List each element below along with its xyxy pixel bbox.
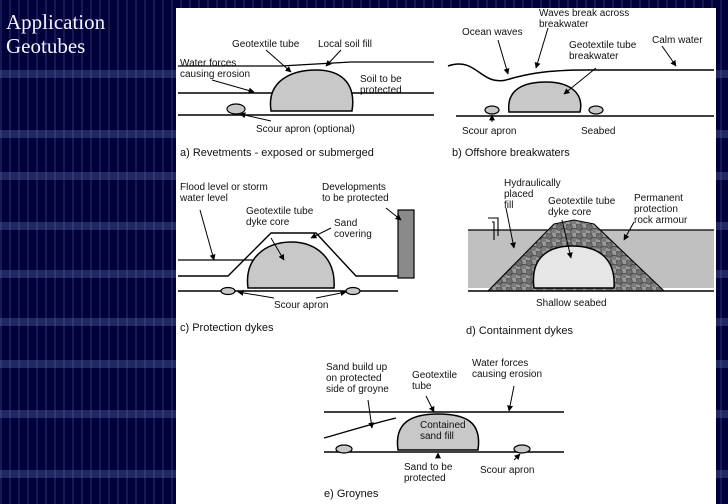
leader-line xyxy=(315,290,347,299)
geotextile-tube xyxy=(508,81,582,113)
soil-slope-line xyxy=(178,61,434,67)
label: Scour apron xyxy=(462,126,516,137)
leader-line xyxy=(325,49,342,67)
label: Geotextile tube xyxy=(569,40,637,51)
geotextile-tube xyxy=(532,245,615,289)
scour-apron xyxy=(345,286,361,296)
panel-caption: c) Protection dykes xyxy=(180,322,274,334)
leader-line xyxy=(237,289,275,299)
scour-apron xyxy=(226,103,246,115)
label: Water forces xyxy=(472,358,528,369)
leader-line xyxy=(497,39,510,75)
panel-caption: d) Containment dykes xyxy=(466,325,573,337)
leader-line xyxy=(563,67,597,95)
label: placed xyxy=(504,189,533,200)
label: causing erosion xyxy=(472,369,542,380)
leader-line xyxy=(199,209,216,261)
leader-line xyxy=(505,207,516,249)
leader-line xyxy=(239,112,272,122)
label: Shallow seabed xyxy=(536,298,607,309)
label: sand fill xyxy=(420,431,454,442)
geotextile-tube xyxy=(246,241,335,289)
leader-line xyxy=(561,219,573,259)
slide-title-line: Geotubes xyxy=(6,34,86,58)
scour-apron xyxy=(335,444,353,454)
label: Geotextile tube xyxy=(548,196,616,207)
scour-apron xyxy=(588,105,604,115)
label: Seabed xyxy=(581,126,615,137)
label: breakwater xyxy=(539,19,589,30)
geotextile-tube xyxy=(396,413,480,451)
panel-a-revetments: Geotextile tube Local soil fill Water fo… xyxy=(178,39,434,159)
leader-line xyxy=(310,227,332,239)
panel-caption: b) Offshore breakwaters xyxy=(452,147,570,159)
leader-line xyxy=(623,221,635,241)
development-building xyxy=(397,209,415,279)
label: side of groyne xyxy=(326,384,389,395)
label: Geotextile tube xyxy=(232,39,300,50)
label: rock armour xyxy=(634,215,688,226)
panel-c-protection-dykes: Flood level or storm water level Develop… xyxy=(178,182,415,334)
label: dyke core xyxy=(246,217,290,228)
label: Waves break across xyxy=(539,8,629,19)
label: covering xyxy=(334,229,372,240)
label: dyke core xyxy=(548,207,592,218)
label: to be protected xyxy=(322,193,389,204)
leader-line xyxy=(270,237,285,261)
panel-caption: a) Revetments - exposed or submerged xyxy=(180,147,374,159)
label: Ocean waves xyxy=(462,27,523,38)
label: breakwater xyxy=(569,51,619,62)
slide-title: Application Geotubes xyxy=(6,10,105,58)
label: Permanent xyxy=(634,193,683,204)
label: Water forces xyxy=(180,58,236,69)
label: Contained xyxy=(420,420,466,431)
leader-line xyxy=(661,45,677,67)
geotube-diagram-figure: Geotextile tube Local soil fill Water fo… xyxy=(176,8,716,504)
label: Flood level or storm xyxy=(180,182,268,193)
label: Scour apron xyxy=(480,465,534,476)
wave-line xyxy=(447,63,714,82)
label: tube xyxy=(412,381,432,392)
label: Geotextile tube xyxy=(246,206,314,217)
label: fill xyxy=(504,200,513,211)
leader-line xyxy=(534,27,549,69)
scour-apron xyxy=(513,444,531,454)
panel-e-groynes: Sand build up on protected side of groyn… xyxy=(323,358,564,500)
label: Sand xyxy=(334,218,357,229)
label: Calm water xyxy=(652,35,703,46)
geotube-diagram: Geotextile tube Local soil fill Water fo… xyxy=(178,8,714,500)
leader-line xyxy=(513,453,521,461)
label: Scour apron xyxy=(274,300,328,311)
scour-apron xyxy=(484,105,500,115)
label: Soil to be xyxy=(360,74,402,85)
panel-caption: e) Groynes xyxy=(324,488,379,500)
leader-line xyxy=(211,79,255,94)
label: causing erosion xyxy=(180,69,250,80)
slide-title-line: Application xyxy=(6,10,106,34)
panel-b-offshore-breakwaters: Waves break across breakwater Ocean wave… xyxy=(447,8,714,159)
label: protected xyxy=(404,473,446,484)
sand-build-up-line xyxy=(323,417,397,439)
geotextile-tube xyxy=(269,69,354,112)
label: Local soil fill xyxy=(318,39,372,50)
sand-covering-outline xyxy=(178,232,398,277)
label: Sand build up xyxy=(326,362,388,373)
panel-d-containment-dykes: Hydraulically placed fill Geotextile tub… xyxy=(466,178,714,337)
leader-line xyxy=(507,385,515,412)
label: Developments xyxy=(322,182,386,193)
leader-line xyxy=(425,395,435,413)
label: protected xyxy=(360,85,402,96)
leader-line xyxy=(367,399,375,429)
label: Scour apron (optional) xyxy=(256,124,355,135)
scour-apron xyxy=(220,286,236,296)
label: Hydraulically xyxy=(504,178,561,189)
fill-pipe xyxy=(488,217,499,240)
leader-line xyxy=(265,49,292,73)
leader-line xyxy=(385,207,402,221)
label: water level xyxy=(179,193,228,204)
label: Sand to be xyxy=(404,462,453,473)
label: on protected xyxy=(326,373,382,384)
label: protection xyxy=(634,204,678,215)
label: Geotextile xyxy=(412,370,457,381)
